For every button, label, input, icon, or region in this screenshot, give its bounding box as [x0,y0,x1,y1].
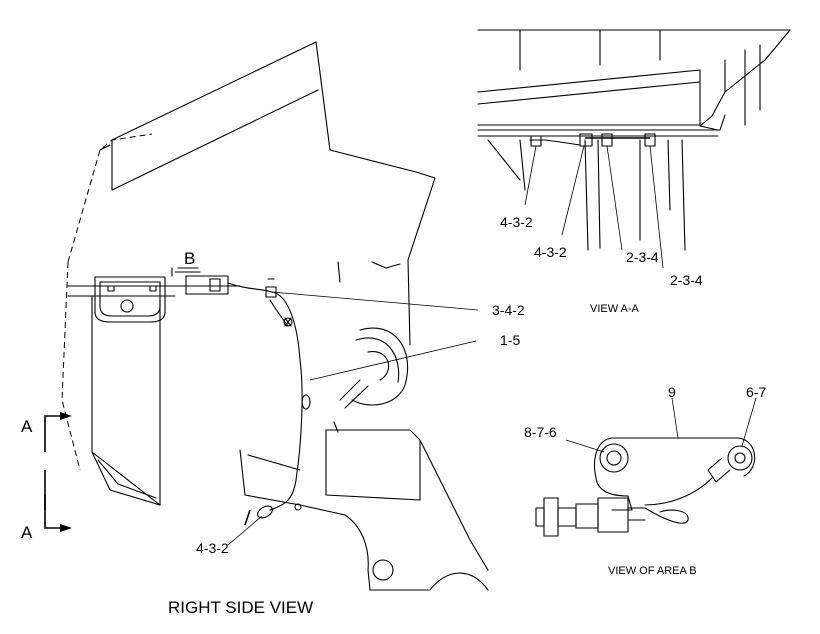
section-marker-bottom: A [21,523,33,542]
detail-marker-b: B [184,249,195,268]
caption-right-side-view: RIGHT SIDE VIEW [168,598,313,617]
view-aa [477,29,791,269]
callout-aa-4-3-2-b: 4-3-2 [534,244,567,260]
callout-b-9: 9 [668,384,676,400]
callout-1-5: 1-5 [500,332,520,348]
callout-b-6-7: 6-7 [746,384,766,400]
caption-view-area-b: VIEW OF AREA B [608,565,697,577]
view-area-b [535,397,757,537]
callout-aa-2-3-4-b: 2-3-4 [670,272,703,288]
callout-aa-2-3-4-a: 2-3-4 [626,249,659,265]
caption-view-aa: VIEW A-A [590,303,640,315]
callout-4-3-2-side: 4-3-2 [196,540,229,556]
callout-b-8-7-6: 8-7-6 [524,424,557,440]
right-side-view [61,41,489,591]
callout-aa-4-3-2-a: 4-3-2 [500,214,533,230]
callout-3-4-2: 3-4-2 [492,302,525,318]
section-marker-top: A [21,417,33,436]
section-marker-aa [44,412,72,532]
